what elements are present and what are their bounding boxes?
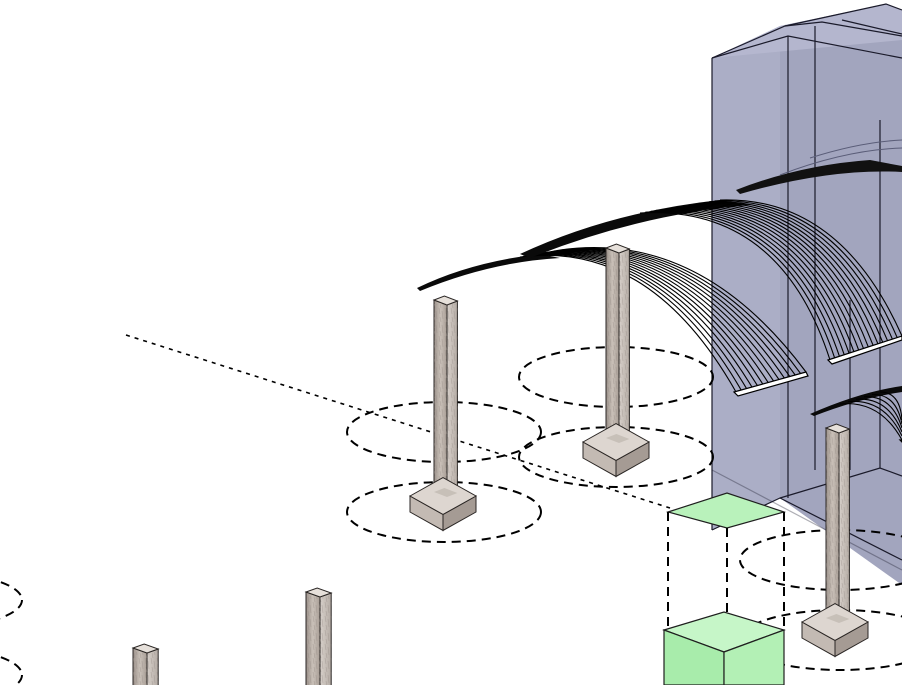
canopy-rib — [687, 204, 874, 346]
canopy-rib — [863, 396, 902, 429]
ground-ring — [0, 655, 23, 685]
canopy-rib — [693, 203, 879, 345]
canopy-rib — [703, 201, 889, 342]
canopy-rib — [547, 249, 785, 379]
ground-ring — [0, 580, 23, 620]
guide-line — [125, 334, 671, 509]
building-left-face — [712, 26, 780, 530]
canopy-rib — [661, 208, 850, 354]
stone-column — [131, 643, 160, 685]
canopy-rib — [556, 247, 802, 374]
stone-column — [408, 295, 478, 532]
canopy-rib — [532, 252, 759, 387]
canopy-rib — [871, 393, 902, 425]
canopy-rib — [650, 210, 841, 357]
canopy-rib — [526, 253, 748, 390]
stone-columns — [131, 243, 870, 685]
canopy-rib — [719, 199, 902, 337]
canopy-rib — [698, 202, 884, 343]
canopy-rib — [655, 209, 845, 356]
canopy-rib — [677, 206, 865, 349]
canopy-rib — [538, 251, 769, 384]
canopy-rib — [847, 400, 902, 437]
canopy-rib — [709, 201, 893, 340]
canopy-rib — [544, 249, 780, 380]
canopy-rib — [855, 398, 902, 433]
canopy-rib — [879, 391, 902, 421]
stone-column — [581, 243, 651, 478]
stone-column — [304, 587, 333, 685]
canopy-rib — [714, 200, 898, 338]
canopy-rib — [550, 248, 791, 377]
canopy-shell-left — [417, 247, 809, 397]
stone-column — [800, 423, 870, 658]
canopy-rib — [645, 211, 836, 359]
canopy-rib — [559, 247, 807, 373]
building-front-face — [780, 4, 902, 585]
canopy-rib — [553, 248, 796, 376]
canopy-shell-rear — [736, 139, 902, 194]
canopy-rib — [519, 254, 737, 393]
canopy-shell-middle — [520, 199, 902, 365]
canopy-shell-right — [810, 386, 902, 443]
highlight-block-top — [665, 492, 787, 648]
canopy-rib — [639, 212, 831, 361]
canopy-rib — [682, 205, 869, 348]
canopy-rib — [541, 250, 775, 382]
canopy-rib — [839, 403, 902, 441]
canopy-rib — [523, 254, 742, 391]
highlight-block-bottom — [662, 611, 786, 685]
canopy-rib — [666, 207, 855, 353]
canopy-rib — [529, 252, 753, 388]
canopy-rib — [671, 207, 860, 351]
canopy-rib — [535, 251, 764, 385]
